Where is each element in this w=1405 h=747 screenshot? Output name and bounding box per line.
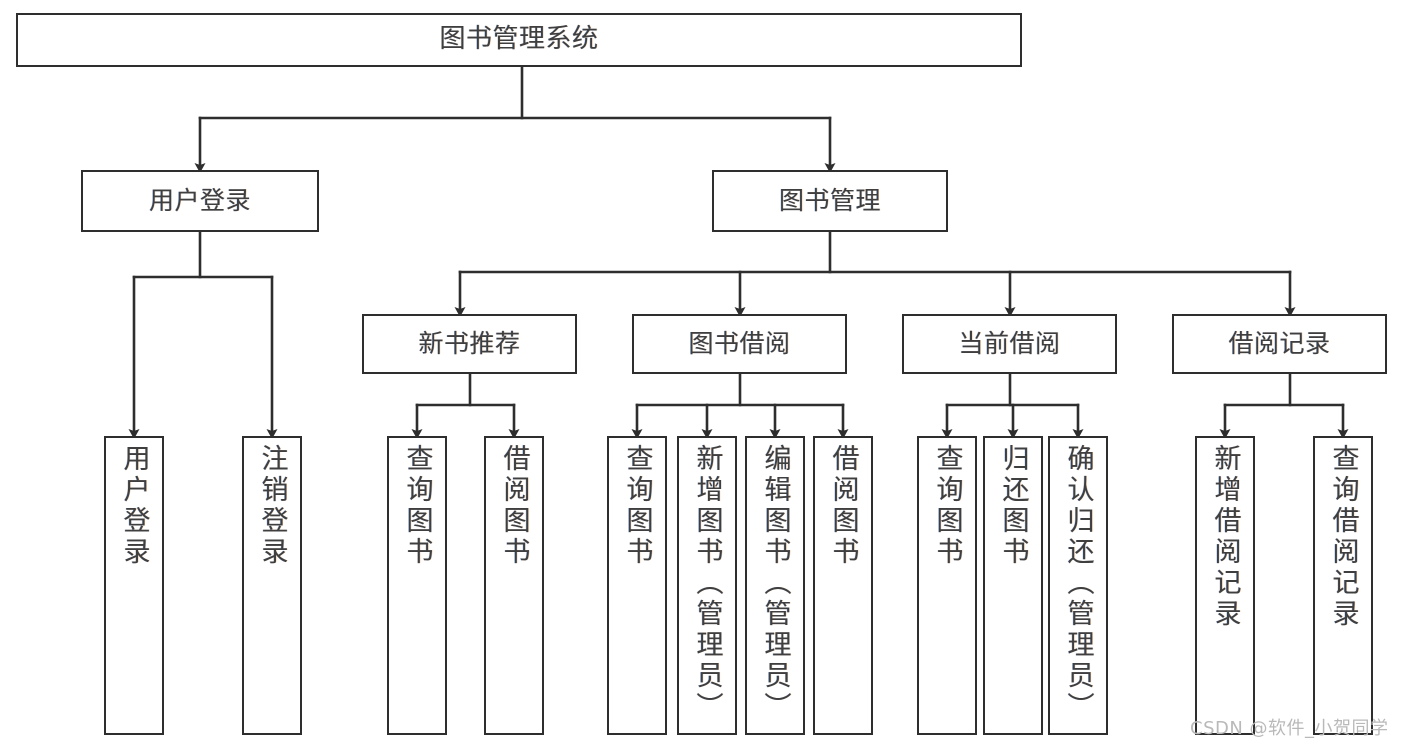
node-user-login[interactable]: 用户登录 bbox=[81, 170, 319, 232]
node-leaf-user-logout-label: 注销登录 bbox=[256, 444, 288, 568]
node-leaf-borrow-book-1[interactable]: 借阅图书 bbox=[484, 436, 544, 735]
node-leaf-borrow-book-2-label: 借阅图书 bbox=[827, 444, 859, 568]
node-new-book-rec[interactable]: 新书推荐 bbox=[362, 314, 577, 374]
node-leaf-query-book-2[interactable]: 查询图书 bbox=[607, 436, 667, 735]
node-leaf-query-record-label: 查询借阅记录 bbox=[1327, 444, 1359, 630]
node-leaf-edit-book-label: 编辑图书（管理员） bbox=[759, 444, 791, 723]
node-root-label: 图书管理系统 bbox=[439, 24, 599, 55]
node-current-borrow[interactable]: 当前借阅 bbox=[902, 314, 1117, 374]
node-leaf-query-book-1-label: 查询图书 bbox=[401, 444, 433, 568]
node-leaf-query-book-1[interactable]: 查询图书 bbox=[387, 436, 447, 735]
node-leaf-add-record-label: 新增借阅记录 bbox=[1209, 444, 1241, 630]
node-leaf-return-book-label: 归还图书 bbox=[997, 444, 1029, 568]
node-leaf-add-record[interactable]: 新增借阅记录 bbox=[1195, 436, 1255, 735]
node-borrow-record-label: 借阅记录 bbox=[1228, 329, 1331, 358]
node-user-login-label: 用户登录 bbox=[148, 186, 251, 215]
node-leaf-user-logout[interactable]: 注销登录 bbox=[242, 436, 302, 735]
node-leaf-confirm-return-label: 确认归还（管理员） bbox=[1062, 444, 1094, 723]
node-leaf-borrow-book-2[interactable]: 借阅图书 bbox=[813, 436, 873, 735]
node-book-manage[interactable]: 图书管理 bbox=[712, 170, 948, 232]
node-leaf-query-book-2-label: 查询图书 bbox=[621, 444, 653, 568]
node-leaf-query-record[interactable]: 查询借阅记录 bbox=[1313, 436, 1373, 735]
node-book-borrow-label: 图书借阅 bbox=[688, 329, 791, 358]
node-leaf-edit-book[interactable]: 编辑图书（管理员） bbox=[745, 436, 805, 735]
node-new-book-rec-label: 新书推荐 bbox=[418, 329, 521, 358]
node-leaf-confirm-return[interactable]: 确认归还（管理员） bbox=[1048, 436, 1108, 735]
node-leaf-user-login[interactable]: 用户登录 bbox=[104, 436, 164, 735]
node-leaf-user-login-label: 用户登录 bbox=[118, 444, 150, 568]
node-book-manage-label: 图书管理 bbox=[778, 186, 881, 215]
csdn-watermark: CSDN @软件_小贺同学 bbox=[1190, 718, 1389, 739]
node-leaf-borrow-book-1-label: 借阅图书 bbox=[498, 444, 530, 568]
node-borrow-record[interactable]: 借阅记录 bbox=[1172, 314, 1387, 374]
node-book-borrow[interactable]: 图书借阅 bbox=[632, 314, 847, 374]
node-leaf-return-book[interactable]: 归还图书 bbox=[983, 436, 1043, 735]
node-leaf-add-book[interactable]: 新增图书（管理员） bbox=[677, 436, 737, 735]
node-current-borrow-label: 当前借阅 bbox=[958, 329, 1061, 358]
node-leaf-add-book-label: 新增图书（管理员） bbox=[691, 444, 723, 723]
node-leaf-query-book-3-label: 查询图书 bbox=[931, 444, 963, 568]
node-root[interactable]: 图书管理系统 bbox=[16, 13, 1022, 67]
node-leaf-query-book-3[interactable]: 查询图书 bbox=[917, 436, 977, 735]
